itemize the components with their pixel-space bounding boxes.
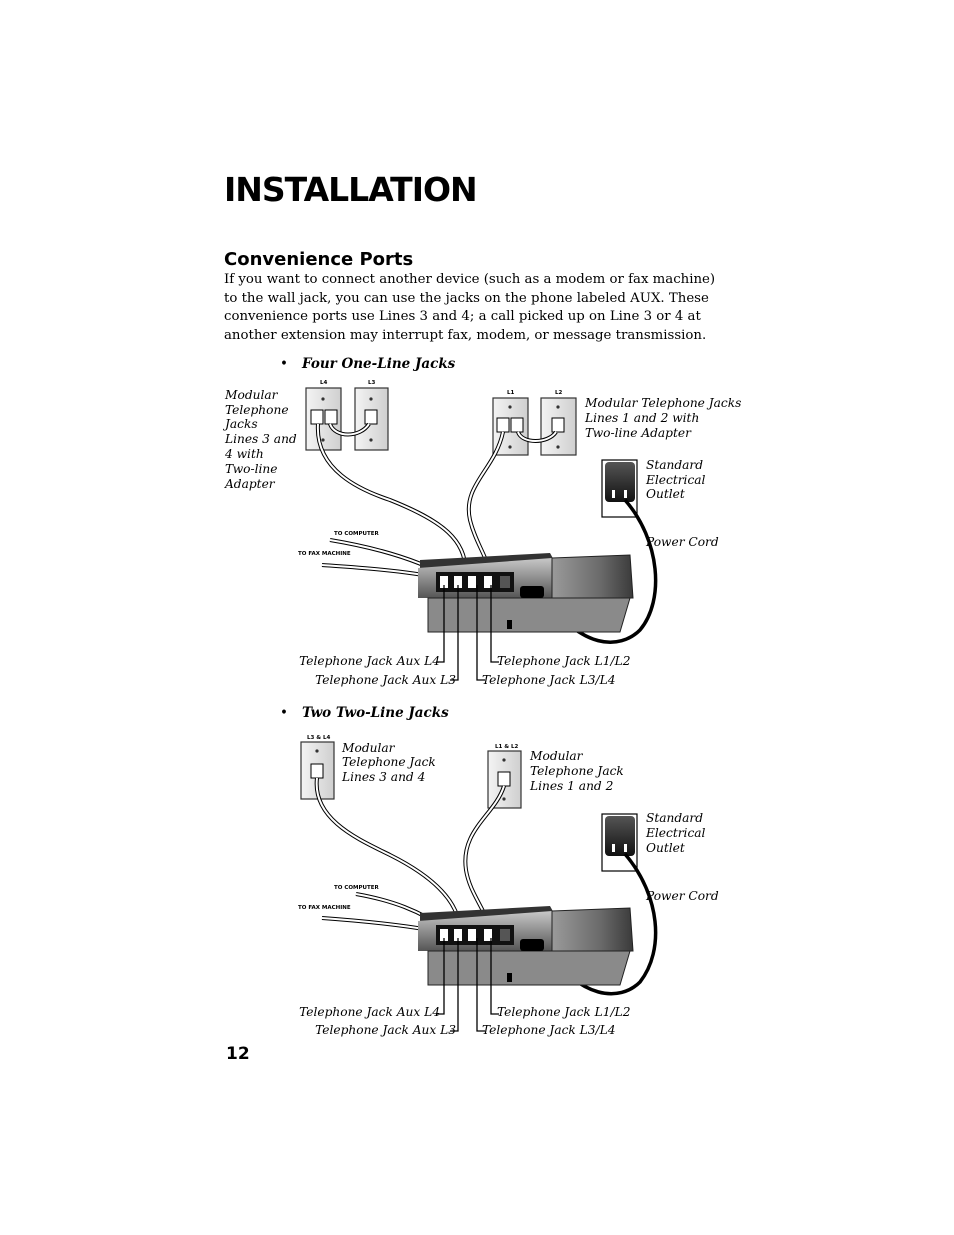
wall-jack-l2: L2: [540, 390, 577, 456]
aux-l3-label: Telephone Jack Aux L3: [315, 1023, 456, 1037]
l1l2-label: Telephone Jack L1/L2: [497, 654, 631, 668]
left-callout: Modular Telephone Jacks Lines 3 and 4 wi…: [222, 388, 301, 491]
bullet-two-two-line-jacks: • Two Two-Line Jacks: [280, 705, 449, 721]
l3l4-label: Telephone Jack L3/L4: [482, 673, 615, 687]
outlet-label: Standard Electrical Outlet: [645, 458, 709, 501]
subheading: Convenience Ports: [224, 249, 414, 270]
aux-l3-label: Telephone Jack Aux L3: [315, 673, 456, 687]
page-number: 12: [226, 1044, 250, 1064]
to-fax-label: TO FAX MACHINE: [298, 551, 351, 557]
jack-label: L2: [555, 390, 563, 396]
right-callout: Modular Telephone Jack Lines 1 and 2: [529, 749, 628, 793]
diagram-two-two-line-jacks: L3 & L4 L1 & L2: [298, 735, 719, 1037]
jack-label: L3: [368, 380, 376, 386]
aux-l4-label: Telephone Jack Aux L4: [299, 654, 440, 668]
wall-jack-l3: L3: [354, 380, 389, 451]
jack-label: L1 & L2: [495, 744, 518, 750]
aux-l4-label: Telephone Jack Aux L4: [299, 1005, 440, 1019]
l1l2-label: Telephone Jack L1/L2: [497, 1005, 631, 1019]
right-callout: Modular Telephone Jacks Lines 1 and 2 wi…: [584, 396, 745, 440]
left-callout: Modular Telephone Jack Lines 3 and 4: [341, 741, 440, 784]
telephone-base: [418, 906, 634, 986]
telephone-base: [418, 553, 634, 633]
power-cord-label: Power Cord: [645, 889, 719, 903]
bullet-dot: •: [280, 356, 288, 372]
to-computer-label: TO COMPUTER: [334, 531, 380, 537]
to-fax-label: TO FAX MACHINE: [298, 905, 351, 911]
jack-label: L4: [320, 380, 328, 386]
jack-label: L3 & L4: [307, 735, 330, 741]
intro-paragraph: If you want to connect another device (s…: [224, 272, 716, 343]
to-computer-label: TO COMPUTER: [334, 885, 380, 891]
wall-jack-l4: L4: [305, 380, 342, 451]
wall-jack-l1-l2: L1 & L2: [487, 744, 522, 809]
outlet-label: Standard Electrical Outlet: [645, 811, 709, 855]
diagram-four-one-line-jacks: L4 L3 L1 L2: [222, 380, 745, 687]
power-cord-label: Power Cord: [645, 535, 719, 549]
bullet-dot: •: [280, 705, 288, 721]
bullet-four-one-line-jacks: • Four One-Line Jacks: [280, 356, 455, 372]
jack-label: L1: [507, 390, 515, 396]
section-heading: INSTALLATION: [224, 170, 478, 209]
bullet-label: Four One-Line Jacks: [302, 356, 456, 372]
l3l4-label: Telephone Jack L3/L4: [482, 1023, 615, 1037]
bullet-label: Two Two-Line Jacks: [302, 705, 449, 721]
